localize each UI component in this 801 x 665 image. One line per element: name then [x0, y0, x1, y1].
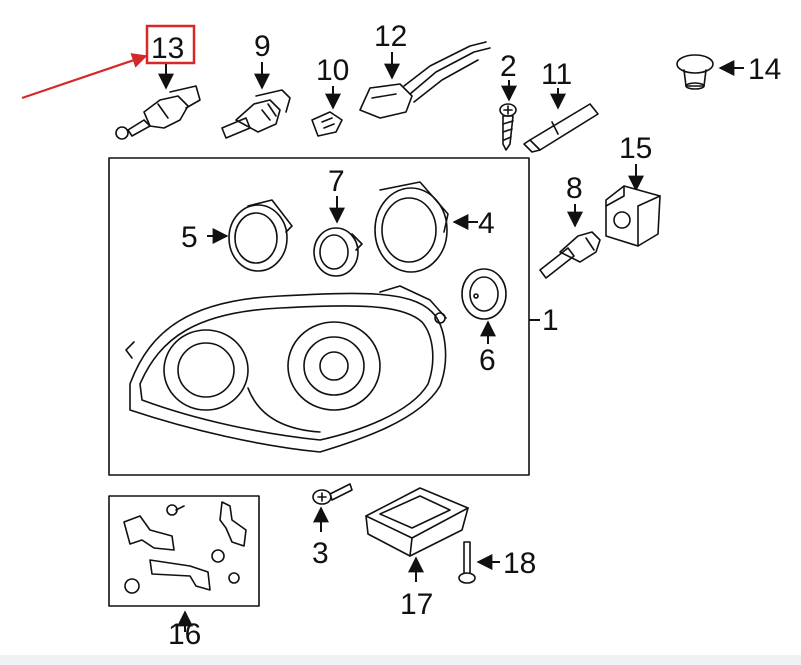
part-5-ring[interactable]: [207, 199, 293, 272]
part-13-bulb[interactable]: [115, 64, 201, 140]
headlamp-assembly-frame: [108, 157, 530, 476]
part-15-module[interactable]: [605, 164, 661, 247]
callout-14: 14: [748, 53, 781, 86]
callout-11: 11: [541, 58, 572, 91]
callout-4: 4: [478, 207, 495, 240]
headlamp-housing: [125, 285, 447, 453]
callout-5: 5: [181, 221, 198, 254]
part-2-screw[interactable]: [499, 80, 517, 151]
part-18-bolt[interactable]: [458, 541, 500, 584]
part-4-reflector[interactable]: [374, 181, 478, 273]
callout-7: 7: [328, 165, 345, 198]
callout-2: 2: [500, 50, 517, 83]
part-12-socket-harness[interactable]: [359, 41, 491, 119]
callout-15: 15: [619, 132, 652, 165]
part-9-bulb[interactable]: [221, 62, 291, 139]
callout-9: 9: [254, 30, 271, 63]
highlight-arrow: [21, 53, 148, 100]
part-10-bulb[interactable]: [311, 86, 343, 137]
callout-12: 12: [374, 20, 407, 53]
part-16-bracket-kit[interactable]: [123, 501, 247, 594]
bottom-strip: [0, 655, 801, 665]
highlight-box-13: [145, 24, 196, 65]
part-17-ballast[interactable]: [365, 487, 469, 582]
part-6-cap[interactable]: [461, 268, 507, 344]
callout-17: 17: [400, 588, 433, 621]
callout-10: 10: [316, 54, 349, 87]
callout-13: 13: [151, 32, 184, 65]
part-11-bulb[interactable]: [523, 88, 599, 153]
part-3-screw[interactable]: [312, 483, 353, 532]
callout-16: 16: [168, 618, 201, 651]
bracket-kit-frame: [108, 495, 260, 607]
callout-3: 3: [312, 537, 329, 570]
part-14-cap[interactable]: [676, 54, 744, 90]
callout-1: 1: [542, 304, 559, 337]
callout-8: 8: [566, 172, 583, 205]
callout-18: 18: [503, 547, 536, 580]
part-7-ring[interactable]: [313, 196, 363, 277]
callout-6: 6: [479, 344, 496, 377]
part-8-bulb[interactable]: [539, 204, 601, 279]
